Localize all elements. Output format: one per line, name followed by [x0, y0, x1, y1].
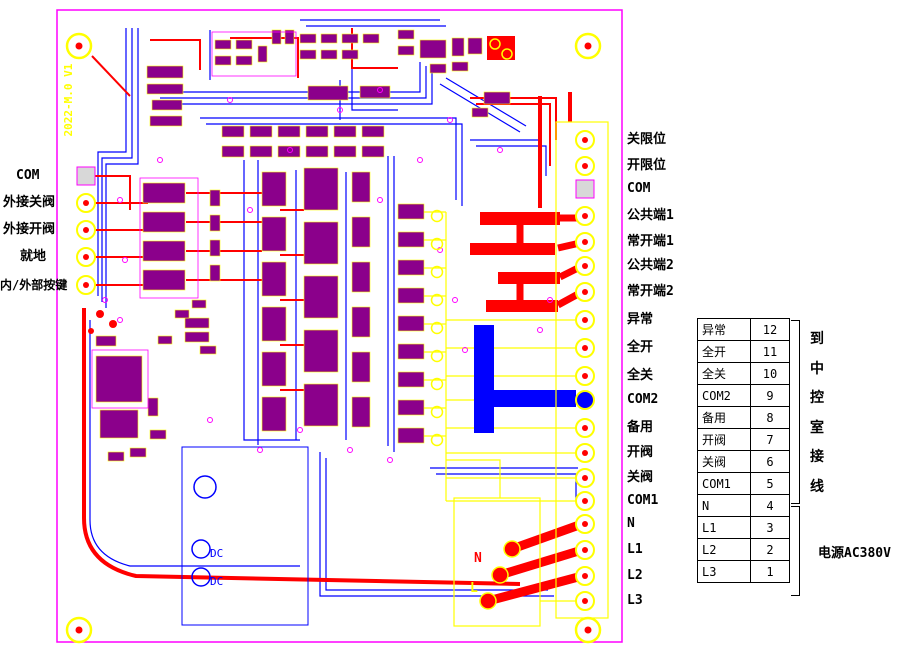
right-pin-label: COM2	[627, 392, 659, 407]
left-pin-label: 就地	[20, 249, 47, 264]
pcb-copper-blue	[474, 325, 576, 433]
annotation-char: 接	[810, 449, 824, 466]
left-pin-label: 内/外部按键	[0, 278, 68, 292]
control-room-annotation: 到 中 控 室 接 线	[808, 328, 826, 496]
annotation-char: 室	[810, 419, 824, 436]
terminal-label: 备用	[697, 406, 751, 429]
l-text: L	[470, 581, 478, 596]
terminal-pin: 12	[750, 318, 790, 341]
right-pin-label: L3	[627, 593, 643, 608]
right-pin-label: 公共端2	[627, 258, 674, 273]
terminal-pin: 4	[750, 494, 790, 517]
terminal-label: COM2	[697, 384, 751, 407]
terminal-pin: 10	[750, 362, 790, 385]
terminal-pin: 8	[750, 406, 790, 429]
power-bracket	[791, 506, 800, 596]
right-pin-label: 开限位	[627, 158, 667, 173]
n-text: N	[474, 551, 482, 566]
pcb-copper-red	[88, 36, 584, 610]
right-pin-label: 公共端1	[627, 208, 674, 223]
left-pin-label: COM	[16, 168, 40, 183]
terminal-label: 关阀	[697, 450, 751, 473]
right-pin-label: 关阀	[627, 470, 654, 485]
terminal-label: L2	[697, 538, 751, 561]
terminal-label: 开阀	[697, 428, 751, 451]
right-pin-label: 全开	[627, 340, 654, 355]
pcb-right-connector	[555, 121, 609, 619]
pcb-vias	[102, 87, 553, 463]
terminal-pin: 6	[750, 450, 790, 473]
terminal-label: 异常	[697, 318, 751, 341]
power-annotation: 电源AC380V	[818, 546, 891, 561]
terminal-pin: 1	[750, 560, 790, 583]
right-pin-label: 全关	[627, 368, 654, 383]
right-pin-label: L1	[627, 542, 643, 557]
right-pin-label: L2	[627, 568, 643, 583]
terminal-label: N	[697, 494, 751, 517]
terminal-label: 全开	[697, 340, 751, 363]
right-pin-label: COM	[627, 181, 651, 196]
right-pin-label: 常开端1	[627, 234, 674, 249]
annotation-char: 线	[810, 478, 824, 495]
right-pin-label: 异常	[627, 312, 654, 327]
annotation-char: 控	[810, 390, 824, 407]
dc-text: DC	[210, 547, 223, 560]
pcb-left-connector	[76, 166, 96, 295]
right-pin-label: 关限位	[627, 132, 667, 147]
pcb-traces-red-thick	[82, 92, 572, 586]
pcb-bottom-modules	[181, 446, 541, 627]
terminal-pin: 9	[750, 384, 790, 407]
terminal-pin: 2	[750, 538, 790, 561]
left-pin-label: 外接关阀	[3, 195, 56, 210]
right-pin-label: COM1	[627, 493, 659, 508]
pcb-components	[95, 29, 511, 462]
terminal-label: COM1	[697, 472, 751, 495]
annotation-char: 中	[810, 360, 824, 377]
right-pin-label: N	[627, 516, 635, 531]
terminal-pin: 3	[750, 516, 790, 539]
terminal-pin: 11	[750, 340, 790, 363]
terminal-pin: 7	[750, 428, 790, 451]
right-pin-label: 备用	[627, 420, 654, 435]
annotation-char: 到	[810, 331, 824, 347]
left-pin-label: 外接开阀	[3, 222, 56, 237]
right-pin-label: 开阀	[627, 445, 654, 460]
terminal-label: L1	[697, 516, 751, 539]
board-version-text: 2022-M.0 V1	[62, 63, 75, 136]
terminal-label: L3	[697, 560, 751, 583]
pcb-courtyards	[91, 31, 297, 409]
terminal-pin: 5	[750, 472, 790, 495]
dc-text: DC	[210, 575, 223, 588]
control-room-bracket	[791, 320, 800, 504]
right-pin-label: 常开端2	[627, 284, 674, 299]
pcb-testpoints	[430, 209, 444, 447]
terminal-label: 全关	[697, 362, 751, 385]
